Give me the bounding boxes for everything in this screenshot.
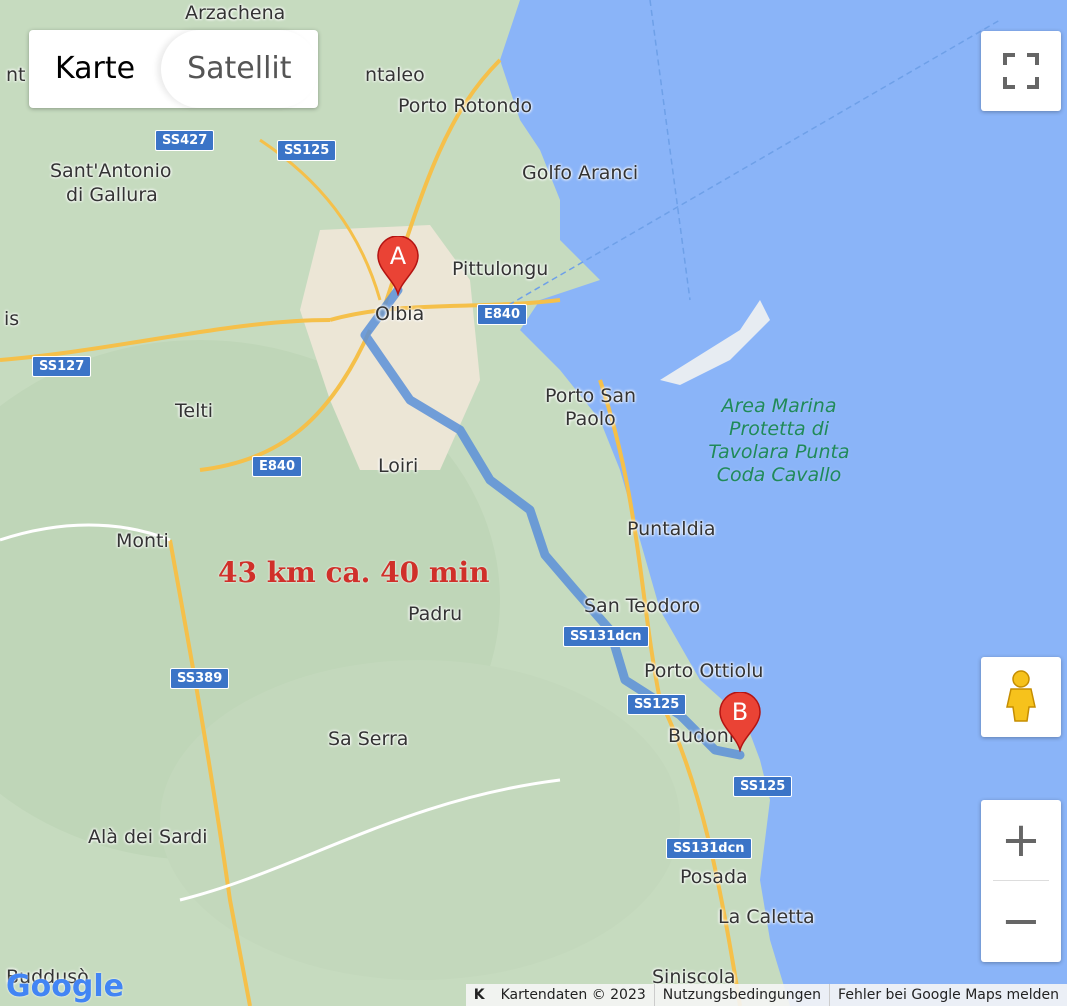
place-monti: Monti [116,530,169,552]
marker-b[interactable]: B [718,691,762,753]
place-ala-dei-sardi: Alà dei Sardi [88,826,208,848]
road-shield-ss131dcn: SS131dcn [666,838,752,859]
water-label-line: Area Marina [721,395,837,417]
place-pittulongu: Pittulongu [452,258,549,280]
place-arzachena: Arzachena [185,2,286,24]
map-type-satellit-button[interactable]: Satellit [161,30,318,108]
marker-label: B [731,698,749,726]
place-porto-san: Porto San [545,385,637,407]
place-nt: nt [6,64,26,86]
google-logo: Google [6,969,124,1004]
marker-pin-icon [719,691,761,753]
marker-label: A [389,242,407,270]
zoom-out-button[interactable]: − [1000,893,1042,949]
place-budoni: Budoni [668,725,735,747]
place-padru: Padru [408,603,463,625]
road-shield-ss125: SS125 [627,694,687,715]
attribution-bar: K Kartendaten © 2023 Nutzungsbedingungen… [465,984,1067,1006]
road-shield-ss125: SS125 [277,140,337,161]
road-shield-ss389: SS389 [170,668,230,689]
place-san-teodoro: San Teodoro [584,595,701,617]
zoom-in-button[interactable]: + [1000,812,1042,868]
place-siniscola: Siniscola [652,966,736,988]
map-type-control: Karte Satellit [29,30,318,108]
place-paolo: Paolo [565,408,616,430]
place-puntaldia: Puntaldia [627,518,716,540]
google-logo-text: Google [6,969,124,1004]
place-porto-rotondo: Porto Rotondo [398,95,533,117]
place-di-gallura: di Gallura [66,184,158,206]
place-porto-ottiolu: Porto Ottiolu [644,660,764,682]
place-golfo-aranci: Golfo Aranci [522,162,639,184]
road-shield-ss127: SS127 [32,356,92,377]
marker-pin-icon [377,235,419,297]
route-distance-duration: 43 km ca. 40 min [218,556,490,589]
report-error-link[interactable]: Fehler bei Google Maps melden [829,984,1067,1006]
map-type-karte-button[interactable]: Karte [55,51,136,86]
marker-a[interactable]: A [376,235,420,297]
fullscreen-button[interactable] [981,31,1061,111]
place-telti: Telti [175,400,214,422]
place-ntaleo: ntaleo [365,64,425,86]
map-data-attribution: Kartendaten © 2023 [500,987,646,1003]
sea [500,0,1067,1006]
place-loiri: Loiri [378,455,419,477]
road-shield-e840: E840 [477,304,528,325]
zoom-control: + − [981,800,1061,962]
place-sant-antonio: Sant'Antonio [50,160,172,182]
road-shield-e840: E840 [252,456,303,477]
street-view-pegman-button[interactable] [981,657,1061,737]
road-shield-ss427: SS427 [155,130,215,151]
place-olbia: Olbia [375,303,425,325]
place-budduso: Buddusò [6,966,89,988]
pegman-icon [1006,670,1036,722]
water-label-line: Protetta di [729,418,829,440]
fullscreen-icon [1003,53,1039,89]
water-label-area-marina: Area Marina Protetta di Tavolara Punta C… [684,395,874,487]
keyboard-shortcuts-button[interactable]: K [473,987,485,1003]
water-label-line: Tavolara Punta [708,441,850,463]
place-is: is [4,308,20,330]
place-la-caletta: La Caletta [718,906,815,928]
place-posada: Posada [680,866,748,888]
water-label-line: Coda Cavallo [716,464,842,486]
terms-link[interactable]: Nutzungsbedingungen [653,984,829,1006]
road-shield-ss125: SS125 [733,776,793,797]
place-sa-serra: Sa Serra [328,728,409,750]
road-shield-ss131dcn: SS131dcn [563,626,649,647]
zoom-divider [993,880,1049,881]
route-line [360,285,745,760]
